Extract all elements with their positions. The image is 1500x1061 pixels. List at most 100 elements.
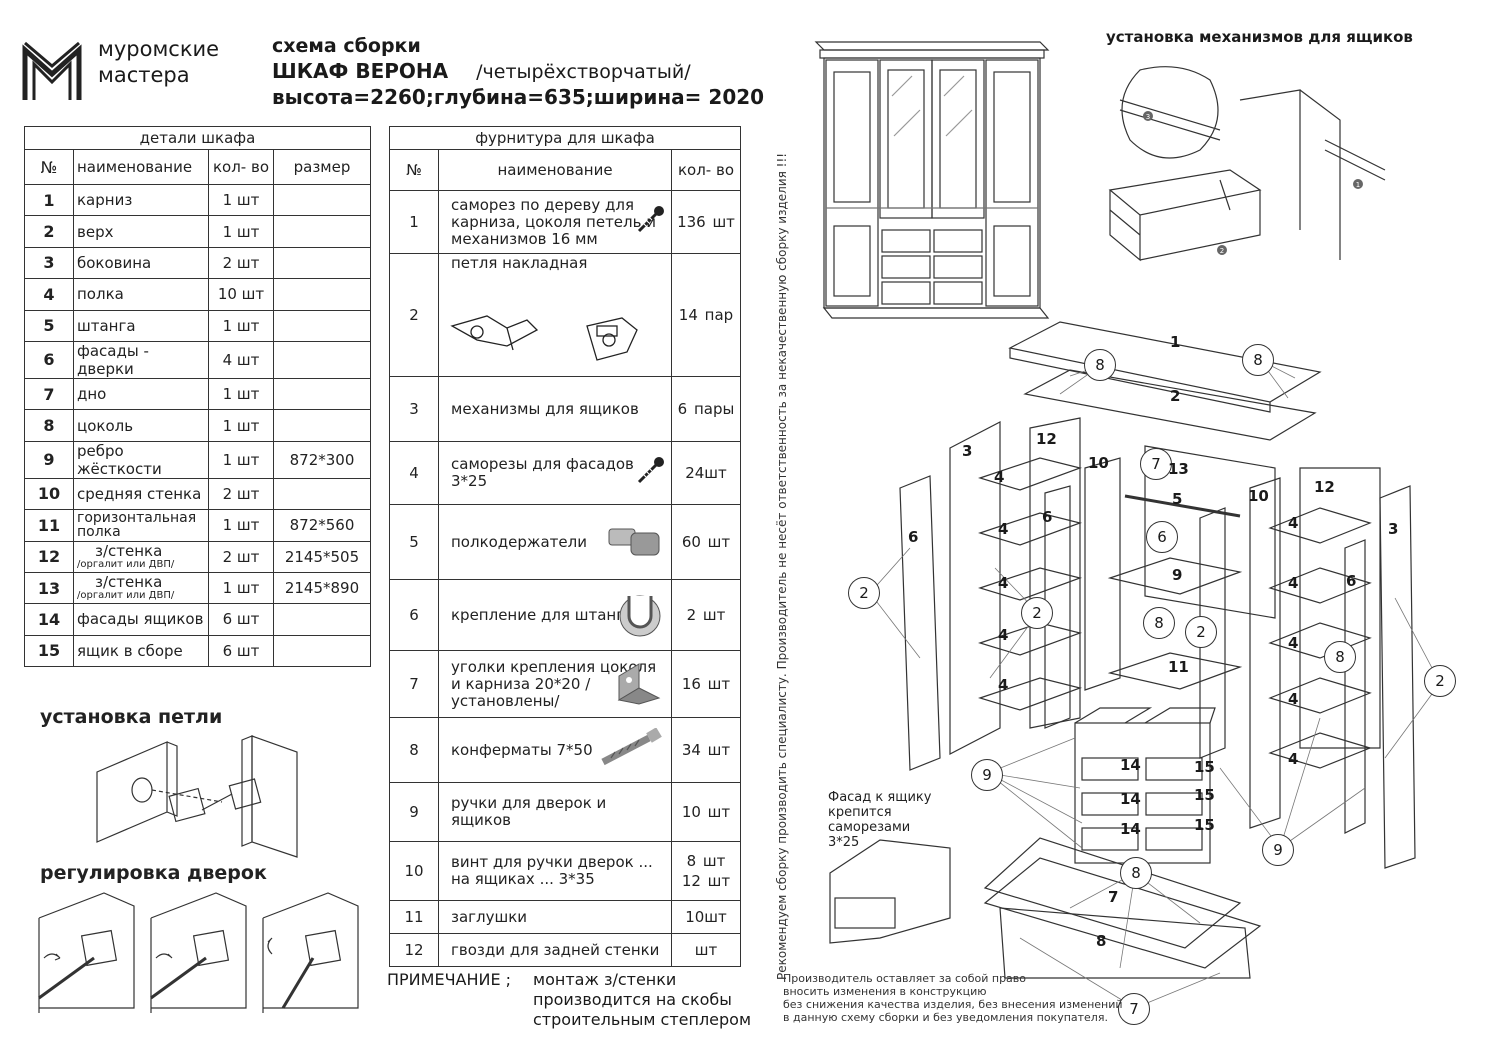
- fitting-qty: 16 шт: [671, 650, 741, 718]
- part-name: горизонтальная полка: [77, 510, 197, 541]
- fitting-name: крепление для штанги: [451, 605, 634, 624]
- doors-section-title: регулировка дверок: [40, 862, 267, 884]
- part-qty: 1 шт: [208, 309, 274, 342]
- part-name-cell: з/стенка/оргалит или ДВП/: [73, 571, 209, 605]
- part-size: [273, 215, 371, 248]
- part-name-cell: горизонтальная полка: [73, 509, 209, 542]
- callout-9: 9: [1172, 566, 1183, 584]
- note-text2: производится на скобы: [533, 990, 732, 1009]
- callout-14: 14: [1120, 790, 1141, 808]
- fitting-num: 4: [389, 441, 439, 505]
- callout-7: 7: [1140, 448, 1172, 480]
- drawer-step-1: 1: [1356, 181, 1360, 189]
- fitting-num: 5: [389, 504, 439, 580]
- callout-3: 3: [1388, 520, 1399, 538]
- callout-11: 11: [1168, 658, 1189, 676]
- fitting-name: винт для ручки дверок ... на ящиках ... …: [451, 853, 653, 888]
- callout-4: 4: [998, 520, 1009, 538]
- fitting-qty: 136 шт: [671, 190, 741, 254]
- fitting-name: петля накладная: [451, 254, 588, 272]
- part-qty: 2 шт: [208, 246, 274, 280]
- part-name: ящик в сборе: [77, 641, 183, 660]
- vertical-warning-note: Рекомендуем сборку производить специалис…: [775, 152, 789, 980]
- part-qty: 1 шт: [208, 440, 274, 479]
- fitting-qty: 2 шт: [671, 579, 741, 651]
- part-name-cell: боковина: [73, 246, 209, 280]
- wardrobe-front-view: [814, 41, 1050, 319]
- callout-9: 9: [1262, 834, 1294, 866]
- note-text3: строительным степлером: [533, 1010, 752, 1029]
- part-name: средняя стенка: [77, 484, 202, 503]
- part-name: верх: [77, 222, 114, 241]
- fittings-header-name: наименование: [438, 149, 672, 191]
- part-name: цоколь: [77, 416, 134, 435]
- drawer-note-l2: крепится: [828, 805, 892, 820]
- callout-15: 15: [1194, 816, 1215, 834]
- brand-logo-icon: [22, 41, 82, 100]
- brand-line1: муромские: [98, 37, 220, 61]
- callout-9: 9: [971, 759, 1003, 791]
- callout-14: 14: [1120, 820, 1141, 838]
- part-qty: 6 шт: [208, 603, 274, 636]
- part-sub: /оргалит или ДВП/: [77, 590, 175, 602]
- fitting-name-cell: винт для ручки дверок ... на ящиках ... …: [438, 841, 672, 901]
- fitting-name-cell: механизмы для ящиков: [438, 376, 672, 442]
- fitting-name-cell: заглушки: [438, 900, 672, 934]
- fittings-header-num: №: [389, 149, 439, 191]
- fitting-name-cell: петля накладная: [438, 253, 672, 377]
- fitting-qty: 24шт: [671, 441, 741, 505]
- part-num: 1: [24, 183, 74, 217]
- part-name: дно: [77, 385, 107, 404]
- part-name-cell: верх: [73, 215, 209, 248]
- callout-2: 2: [1185, 616, 1217, 648]
- screw-icon: [635, 205, 665, 239]
- part-num: 15: [24, 634, 74, 668]
- part-qty: 2 шт: [208, 477, 274, 511]
- part-num: 13: [24, 571, 74, 605]
- part-num: 6: [24, 340, 74, 379]
- callout-6: 6: [908, 528, 919, 546]
- fitting-num: 2: [389, 253, 439, 377]
- part-name: штанга: [77, 316, 136, 335]
- footer-l4: в данную схему сборки и без уведомления …: [783, 1011, 1108, 1024]
- fitting-qty: 10 шт: [671, 782, 741, 842]
- fitting-qty: 14 пар: [671, 253, 741, 377]
- fitting-num: 6: [389, 579, 439, 651]
- part-size: [273, 309, 371, 342]
- footer-l2: вносить изменения в конструкцию: [783, 985, 987, 998]
- callout-6: 6: [1346, 572, 1357, 590]
- callout-13: 13: [1168, 460, 1189, 478]
- part-size: 2145*890: [273, 571, 371, 605]
- drawer-step-3: 3: [1146, 113, 1150, 121]
- hinge-section-title: установка петли: [40, 706, 223, 728]
- fitting-name-cell: ручки для дверок и ящиков: [438, 782, 672, 842]
- title-dims: высота=2260;глубина=635;ширина= 2020: [272, 85, 765, 109]
- parts-header-size: размер: [273, 149, 371, 185]
- part-name-cell: средняя стенка: [73, 477, 209, 511]
- drawers-section-title: установка механизмов для ящиков: [1106, 28, 1413, 46]
- fitting-qty: 8 шт 12 шт: [671, 841, 741, 901]
- callout-2: 2: [848, 577, 880, 609]
- callout-6: 6: [1042, 508, 1053, 526]
- rod-holder-icon: [615, 588, 665, 642]
- fitting-num: 9: [389, 782, 439, 842]
- footer-l1: Производитель оставляет за собой право: [783, 972, 1027, 985]
- part-size: [273, 477, 371, 511]
- callout-12: 12: [1314, 478, 1335, 496]
- part-size: 872*560: [273, 509, 371, 542]
- callout-4: 4: [998, 676, 1009, 694]
- part-name-cell: фасады - дверки: [73, 340, 209, 379]
